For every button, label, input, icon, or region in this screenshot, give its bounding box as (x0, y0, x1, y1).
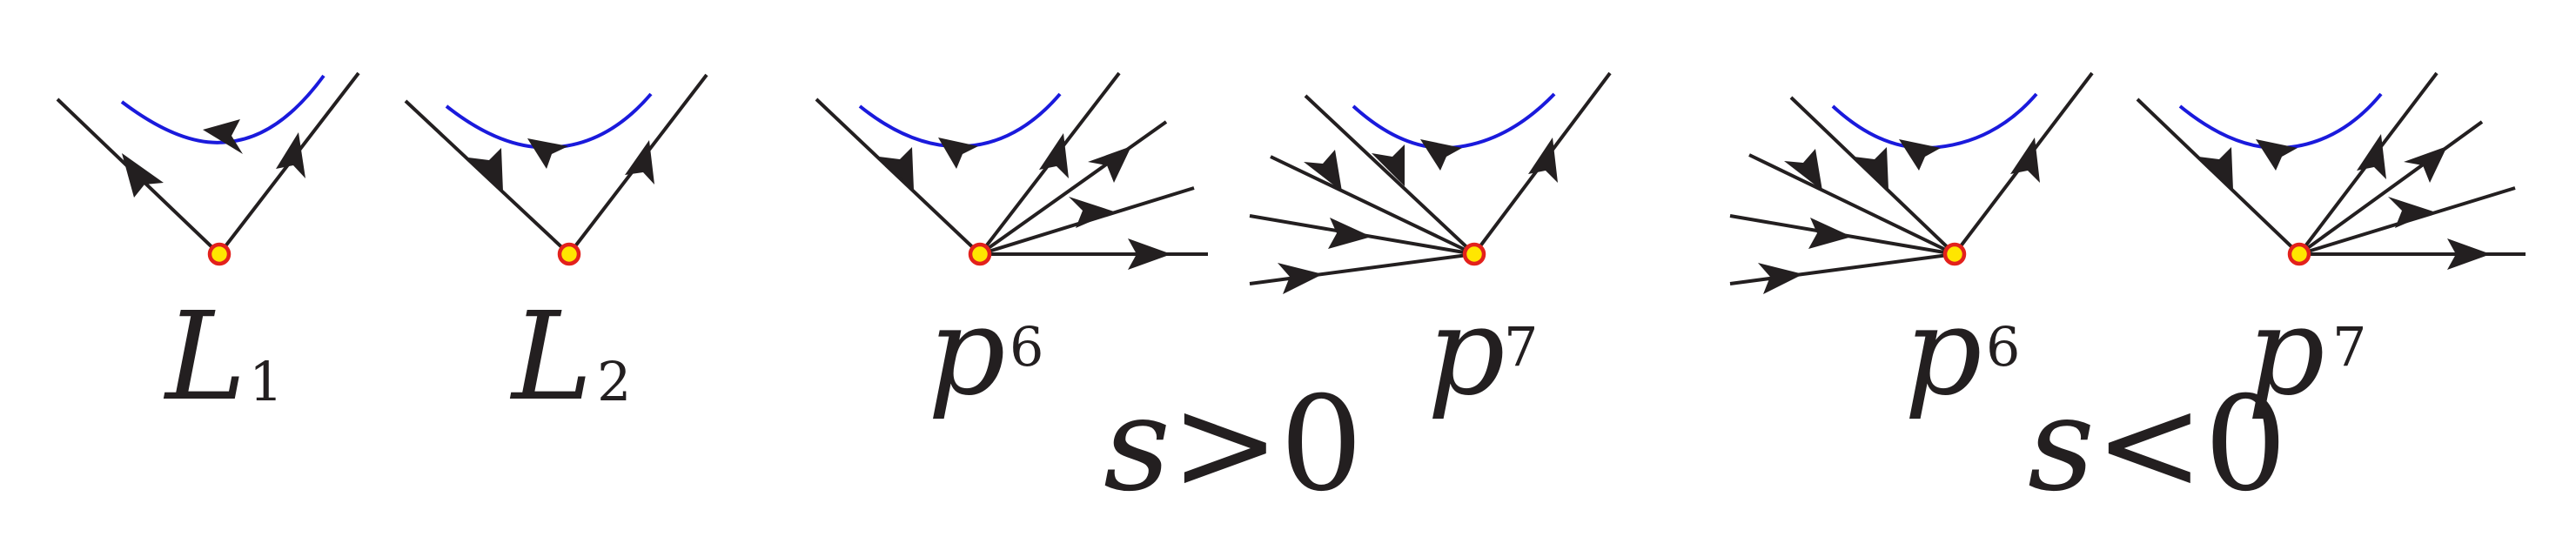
orbit-line (1789, 96, 1956, 256)
equilibrium-point (1462, 242, 1486, 266)
orbit-arrow (203, 119, 243, 154)
orbit-arrow (625, 140, 654, 185)
orbit-line (2136, 97, 2301, 256)
orbit-arrow (879, 147, 914, 190)
periodic-orbit (1831, 92, 2038, 151)
orbit-arrow (1088, 146, 1131, 183)
panel-label: p (2247, 281, 2325, 423)
condition-relation: <0 (2095, 369, 2287, 520)
orbit-arrow (1039, 133, 1069, 178)
panel-subscript: 6 (1010, 315, 1043, 379)
orbit-arrow (1528, 138, 1558, 183)
panel-L2: L 2 (404, 73, 708, 428)
orbit-line (2298, 120, 2484, 256)
orbit-arrow (2010, 138, 2040, 183)
panel-subscript: 1 (249, 350, 283, 413)
condition-relation: >0 (1171, 369, 1363, 520)
orbit-arrow (1304, 150, 1342, 191)
periodic-orbit (2178, 92, 2383, 151)
panel-L1: L 1 (56, 71, 360, 428)
orbit-arrow (122, 153, 164, 198)
orbit-arrow (2256, 139, 2298, 171)
svg-text:s<0: s<0 (2028, 369, 2287, 520)
orbit-line (1729, 252, 1955, 285)
orbit-line (978, 120, 1168, 256)
orbit-line (815, 97, 982, 256)
condition-s-negative: s<0 (2028, 369, 2287, 520)
panel-subscript: 6 (1986, 315, 2020, 379)
panel-label: p (928, 281, 1006, 423)
condition-variable: s (1104, 369, 1171, 520)
condition-variable: s (2028, 369, 2095, 520)
orbit-arrow (2404, 146, 2447, 183)
panel-label: L (509, 286, 593, 428)
equilibrium-point (968, 242, 992, 266)
equilibrium-point (557, 242, 581, 266)
orbit-arrow (2388, 197, 2433, 228)
panel-subscript: 2 (597, 350, 631, 413)
orbit-arrow (1069, 197, 1114, 228)
orbit-line (404, 99, 571, 256)
panel-subscript: 7 (2332, 315, 2366, 379)
orbit-arrow (468, 148, 503, 191)
orbit-arrow (527, 138, 568, 169)
panel-p7-pos: p 7 (1249, 71, 1612, 423)
panel-label: L (163, 286, 246, 428)
panel-p6-pos: p 6 (815, 71, 1208, 423)
orbit-arrow (2357, 134, 2386, 179)
orbit-arrow (1420, 139, 1462, 171)
panel-subscript: 7 (1504, 315, 1538, 379)
orbit-line (1748, 153, 1955, 256)
orbit-arrow (1899, 139, 1941, 171)
equilibrium-point (1942, 242, 1967, 266)
orbit-line (1304, 94, 1476, 256)
equilibrium-point (2287, 242, 2311, 266)
orbit-line (1249, 252, 1475, 285)
periodic-orbit (1352, 92, 1556, 151)
orbit-arrow (276, 132, 305, 178)
orbit-arrow (938, 138, 978, 169)
orbit-arrow (1372, 144, 1405, 186)
orbit-arrow (1128, 238, 1171, 270)
orbit-arrow (1854, 147, 1888, 190)
orbit-arrow (1278, 263, 1323, 294)
panel-p7-neg: p 7 (2136, 71, 2526, 423)
equilibrium-point (207, 242, 231, 266)
periodic-orbit (445, 92, 653, 150)
orbit-arrow (2447, 238, 2491, 270)
periodic-orbit (858, 92, 1062, 149)
orbit-arrow (1784, 149, 1822, 191)
svg-text:s>0: s>0 (1104, 369, 1363, 520)
panel-label: p (1904, 281, 1982, 423)
panel-p6-neg: p 6 (1729, 71, 2094, 423)
orbit-arrow (1758, 263, 1803, 294)
panel-label: p (1427, 281, 1506, 423)
orbit-arrow (1808, 218, 1852, 249)
orbit-arrow (1328, 218, 1372, 249)
orbit-arrow (2198, 147, 2233, 190)
orbit-line (1270, 155, 1475, 256)
condition-s-positive: s>0 (1104, 369, 1363, 520)
